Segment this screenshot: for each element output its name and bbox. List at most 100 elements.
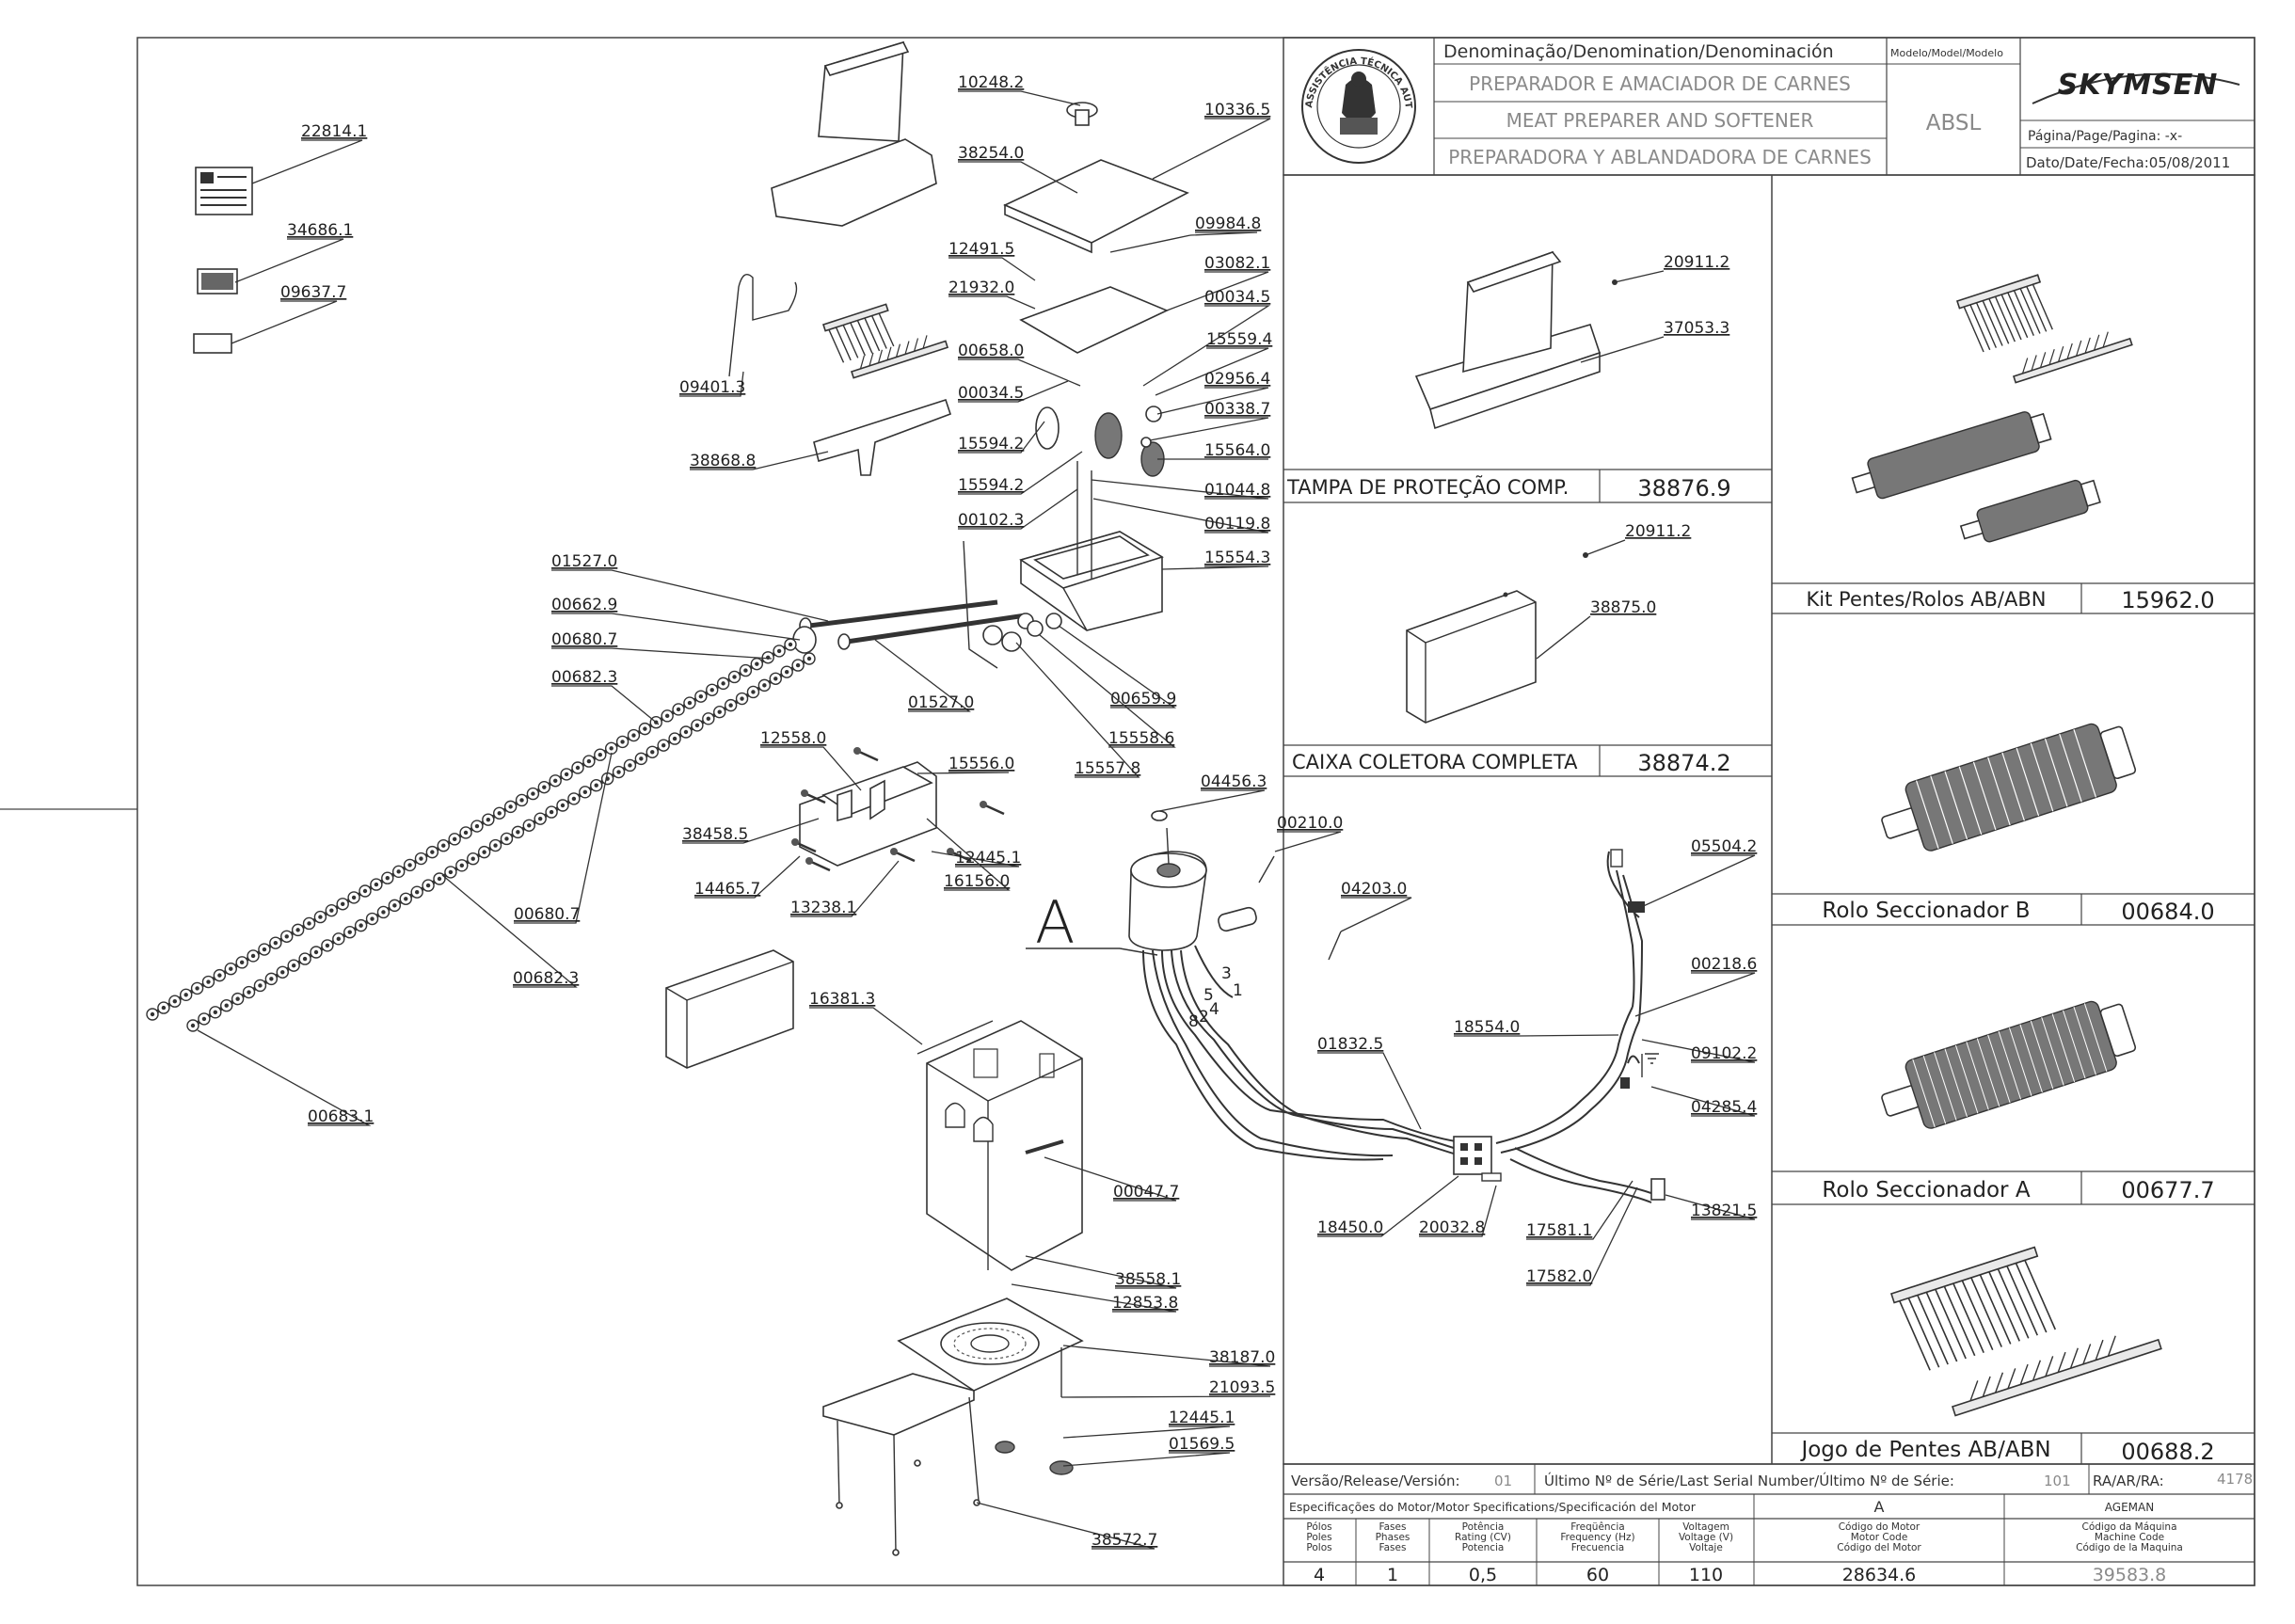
roller-disc: [269, 936, 282, 949]
part-label: 12445.1: [1169, 1409, 1235, 1427]
name-spanish: PREPARADORA Y ABLANDADORA DE CARNES: [1448, 146, 1872, 168]
roller-disc: [264, 972, 279, 986]
part-label: 02956.4: [1204, 370, 1270, 389]
roller-disc: [716, 677, 730, 691]
part-label: 16156.0: [944, 872, 1010, 891]
roller-disc: [694, 690, 708, 703]
part-label: 15554.3: [1204, 549, 1270, 567]
part-leader-line: [1015, 642, 1140, 778]
part-label: 01569.5: [1169, 1435, 1235, 1454]
wire-numbers: 3 1 5 4 8 2: [1188, 964, 1243, 1031]
roller-disc: [500, 832, 514, 846]
part-leader-line: [551, 685, 660, 725]
roller-disc: [672, 703, 685, 716]
roller-disc: [224, 963, 237, 976]
roller-disc: [668, 732, 681, 745]
wire-number-5: 8: [1188, 1012, 1199, 1031]
page-label: Página/Page/Pagina: -x-: [2028, 129, 2182, 144]
part-leader-line: [1274, 831, 1342, 852]
part-label: 01527.0: [551, 552, 617, 571]
model-header: Modelo/Model/Modelo: [1890, 47, 2003, 59]
model-value: ABSL: [1926, 111, 1982, 135]
part-label: 09637.7: [280, 283, 346, 302]
roller-disc: [488, 838, 502, 852]
roller-disc: [190, 981, 204, 995]
part-leader-line: [1454, 1034, 1619, 1037]
roller-disc: [280, 930, 294, 943]
part-leader-line: [1166, 271, 1269, 311]
part-label: 15557.8: [1075, 759, 1140, 778]
roller-disc: [679, 725, 693, 739]
part-leader-line: [1025, 1255, 1177, 1289]
part-label: 38187.0: [1209, 1348, 1275, 1367]
part-label: 38254.0: [958, 144, 1024, 163]
roller-disc: [354, 918, 368, 932]
roller-disc: [727, 670, 741, 684]
part-label: 09401.3: [679, 378, 745, 397]
roller-disc: [526, 787, 540, 801]
part-leader-line: [1062, 1425, 1231, 1439]
roller-assembly-drawing: [146, 638, 816, 1032]
roller-disc: [493, 806, 506, 820]
roller-disc: [313, 910, 327, 924]
part-label: 10248.2: [958, 73, 1024, 92]
roller-disc: [623, 758, 637, 772]
part-label: 14465.7: [694, 880, 760, 899]
roller-disc: [399, 892, 412, 905]
roller-disc: [713, 706, 726, 719]
roller-disc: [634, 752, 648, 766]
roller-disc: [604, 741, 618, 756]
wire-number-3: 5: [1203, 986, 1214, 1005]
roller-disc: [321, 939, 334, 952]
part-leader-line: [197, 1029, 372, 1126]
part-label: 38458.5: [682, 825, 748, 844]
name-english: MEAT PREPARER AND SOFTENER: [1506, 109, 1814, 132]
part-label: 00119.8: [1204, 515, 1270, 533]
serial-label: Último Nº de Série/Last Serial Number/Úl…: [1544, 1472, 1954, 1489]
exploded-view: A 3 1 5 4 8 2: [146, 40, 1665, 1556]
part-label: 17581.1: [1526, 1221, 1592, 1240]
roller-disc: [291, 923, 305, 937]
part-label: 00034.5: [958, 384, 1024, 403]
roller-disc: [627, 728, 641, 742]
roller-disc: [370, 878, 383, 891]
part-leader-line: [251, 139, 363, 184]
part-leader-line: [1638, 854, 1756, 909]
roller-shaft: [151, 643, 792, 1016]
roller-disc: [746, 685, 760, 699]
part-leader-line: [694, 855, 801, 899]
part-label: 00047.7: [1113, 1183, 1179, 1202]
roller-disc: [739, 663, 753, 677]
gearbox-drawing: [1019, 461, 1164, 631]
part-label: 15594.2: [958, 435, 1024, 454]
serial-value: 101: [2044, 1473, 2071, 1489]
part-leader-line: [1058, 625, 1177, 709]
hook-drawing: [728, 274, 798, 377]
assembly-code-protection-cover: 38876.9: [1637, 475, 1730, 502]
roller-disc: [276, 965, 289, 979]
gasket-drawing: [1019, 286, 1169, 354]
roller-disc: [220, 999, 233, 1012]
roller-disc: [168, 995, 182, 1008]
denomination-header: Denominação/Denomination/Denominación: [1443, 41, 1834, 62]
part-leader-line: [1152, 118, 1271, 180]
roller-disc: [757, 678, 772, 693]
roller-disc: [235, 956, 248, 969]
part-leader-line: [1142, 305, 1271, 387]
part-leader-line: [1161, 565, 1269, 570]
roller-disc: [198, 1012, 211, 1026]
roller-disc: [537, 780, 551, 794]
wiring-drawing: [1142, 849, 1665, 1203]
part-label: 04203.0: [1341, 880, 1407, 899]
assembly-panels: TAMPA DE PROTEÇÃO COMP. 38876.9 CAIXA CO…: [1283, 174, 2255, 1465]
roller-disc: [769, 672, 782, 685]
roller-disc: [470, 820, 484, 833]
spec-value-frequency: 60: [1586, 1565, 1609, 1585]
roller-disc: [425, 845, 439, 859]
date-label: Dato/Date/Fecha:05/08/2011: [2026, 154, 2230, 171]
part-label: 13238.1: [790, 899, 856, 917]
assembly-name-roller-a: Rolo Seccionador A: [1822, 1178, 2030, 1202]
roller-disc: [750, 657, 764, 671]
